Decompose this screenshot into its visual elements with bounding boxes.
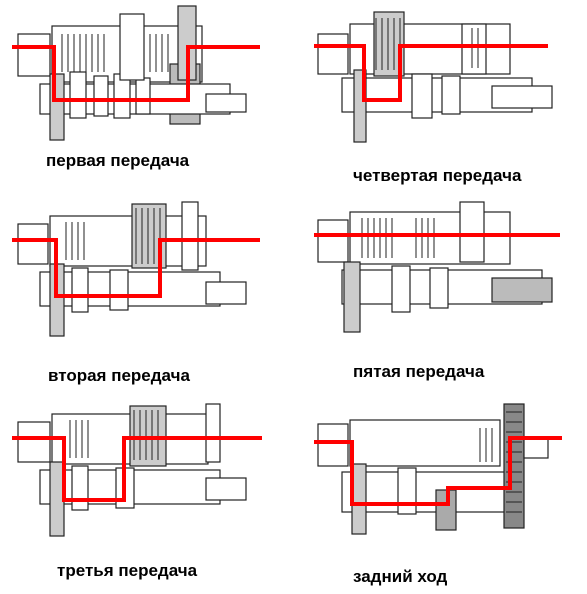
gearbox-drawing xyxy=(317,11,553,143)
caption-fourth-gear: четвертая передача xyxy=(353,166,522,185)
gearbox-diagram-third-gear xyxy=(10,402,270,542)
caption-second-gear: вторая передача xyxy=(48,366,190,385)
gearbox-diagram-first-gear xyxy=(10,4,270,144)
caption-reverse: задний ход xyxy=(353,567,448,586)
power-flow-path xyxy=(12,45,260,102)
gearbox-drawing xyxy=(317,201,553,333)
gearbox-diagram-fifth-gear xyxy=(312,198,572,338)
gear-teeth xyxy=(61,34,169,72)
gearbox-diagram-second-gear xyxy=(10,198,270,338)
gearbox-drawing xyxy=(17,403,247,537)
gearbox-diagram-fourth-gear xyxy=(312,4,572,144)
gear-teeth xyxy=(69,410,159,460)
power-flow-path xyxy=(314,44,548,102)
caption-first-gear: первая передача xyxy=(46,151,190,170)
gear-teeth xyxy=(361,218,435,258)
gearbox-drawing xyxy=(317,403,549,535)
power-flow-path xyxy=(12,436,262,502)
gearbox-diagram-reverse xyxy=(312,398,572,538)
power-flow-path xyxy=(12,238,260,298)
power-flow-path xyxy=(314,436,562,506)
caption-third-gear: третья передача xyxy=(57,561,198,580)
caption-fifth-gear: пятая передача xyxy=(353,362,485,381)
gearbox-drawing xyxy=(17,201,247,337)
